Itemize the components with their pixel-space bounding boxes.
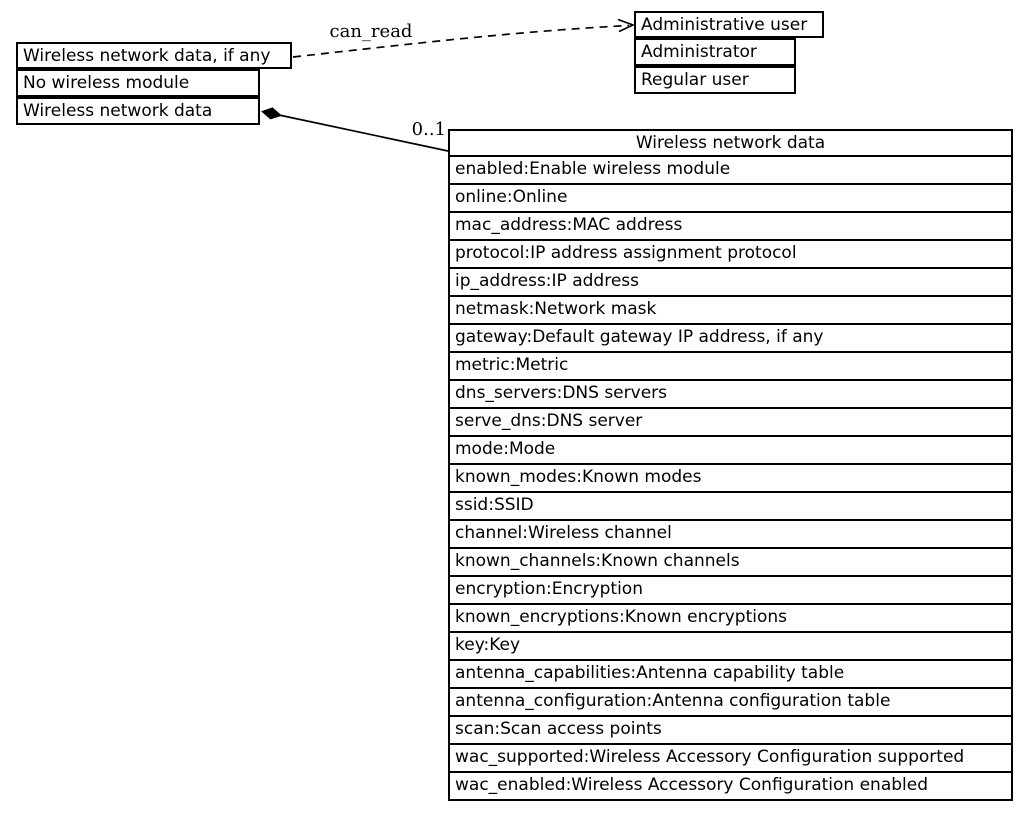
wireless-summary-row-no-module: No wireless module [16, 69, 260, 97]
attribute-row-metric: metric:Metric [450, 353, 1011, 381]
attribute-row-protocol: protocol:IP address assignment protocol [450, 241, 1011, 269]
attribute-row-key: key:Key [450, 633, 1011, 661]
attribute-row-ip-address: ip_address:IP address [450, 269, 1011, 297]
attribute-row-wac-supported: wac_supported:Wireless Accessory Configu… [450, 745, 1011, 773]
attribute-row-mac-address: mac_address:MAC address [450, 213, 1011, 241]
attribute-row-mode: mode:Mode [450, 437, 1011, 465]
attribute-row-enabled: enabled:Enable wireless module [450, 157, 1011, 185]
open-arrowhead-icon [617, 18, 636, 33]
attribute-row-netmask: netmask:Network mask [450, 297, 1011, 325]
attribute-row-known-encryptions: known_encryptions:Known encryptions [450, 605, 1011, 633]
composition-multiplicity-label: 0..1 [411, 119, 446, 140]
attribute-row-gateway: gateway:Default gateway IP address, if a… [450, 325, 1011, 353]
attribute-row-antenna-capabilities: antenna_capabilities:Antenna capability … [450, 661, 1011, 689]
attribute-row-known-channels: known_channels:Known channels [450, 549, 1011, 577]
can-read-edge-label: can_read [329, 21, 413, 42]
attribute-row-scan: scan:Scan access points [450, 717, 1011, 745]
user-row-administrative-user: Administrative user [634, 11, 824, 38]
wireless-detail-table: Wireless network data enabled:Enable wir… [448, 129, 1013, 801]
attribute-row-dns-servers: dns_servers:DNS servers [450, 381, 1011, 409]
attribute-row-wac-enabled: wac_enabled:Wireless Accessory Configura… [455, 775, 929, 795]
attribute-row-known-modes: known_modes:Known modes [450, 465, 1011, 493]
attribute-row-antenna-configuration: antenna_configuration:Antenna configurat… [450, 689, 1011, 717]
wireless-detail-table-title: Wireless network data [450, 131, 1011, 157]
attribute-row-online: online:Online [450, 185, 1011, 213]
attribute-row-serve-dns: serve_dns:DNS server [450, 409, 1011, 437]
user-row-regular-user: Regular user [634, 66, 796, 94]
composition-diamond-icon [261, 107, 282, 120]
attribute-row-encryption: encryption:Encryption [450, 577, 1011, 605]
wireless-summary-row-if-any: Wireless network data, if any [16, 42, 292, 69]
attribute-row-ssid: ssid:SSID [450, 493, 1011, 521]
attribute-row-channel: channel:Wireless channel [450, 521, 1011, 549]
wireless-summary-row-data: Wireless network data [16, 97, 260, 125]
user-row-administrator: Administrator [634, 38, 796, 66]
